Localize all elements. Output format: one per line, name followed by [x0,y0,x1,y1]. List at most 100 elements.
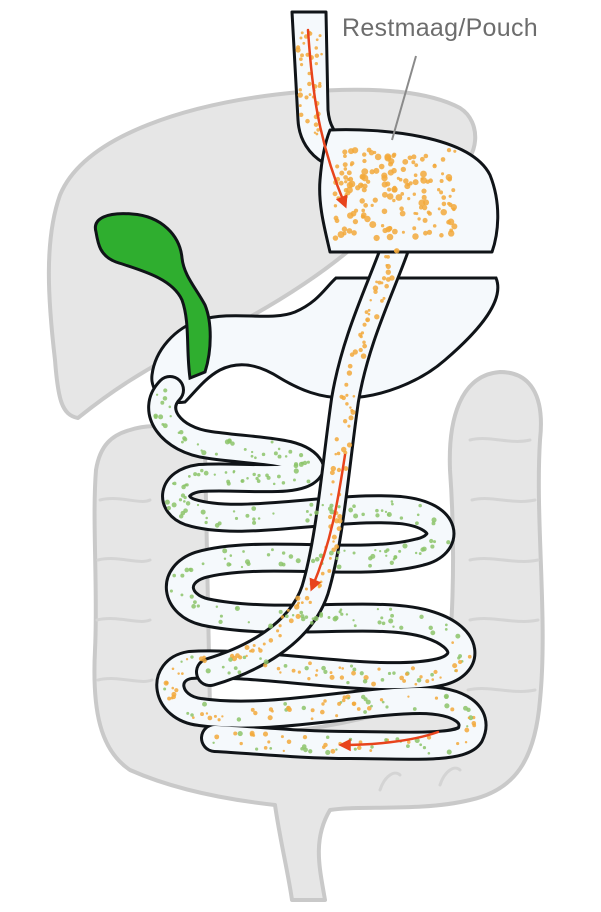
particle [171,695,176,700]
particle [441,195,446,200]
particle [412,226,416,230]
particle [233,510,235,512]
particle [276,629,279,632]
particle [301,617,305,621]
particle [352,701,357,706]
particle [268,715,273,720]
particle [375,509,379,513]
particle [301,601,304,604]
particle [169,406,172,409]
particle [333,191,338,196]
particle [440,179,444,183]
particle [350,161,354,165]
particle [200,469,203,472]
particle [197,443,199,445]
particle [294,468,299,473]
particle [357,707,361,711]
particle [441,157,446,162]
particle [354,624,357,627]
particle [190,595,194,599]
particle [371,204,374,207]
particle [272,512,274,514]
particle [259,657,262,660]
particle [377,608,379,610]
particle [191,604,196,609]
particle [402,159,408,165]
particle [313,616,318,621]
particle [281,615,284,618]
particle [375,513,379,517]
particle [273,483,276,486]
particle [446,174,453,181]
particle [369,299,371,301]
particle [346,613,348,615]
particle [309,601,312,604]
particle [347,697,349,699]
particle [163,396,168,401]
particle [274,451,278,455]
particle [371,682,376,687]
particle [331,480,334,483]
particle [392,199,395,202]
particle [361,212,367,218]
particle [472,723,476,727]
particle [341,447,346,452]
particle [306,510,309,513]
particle [178,432,181,435]
particle [464,728,469,733]
particle [335,437,339,441]
particle [373,197,378,202]
particle [414,683,417,686]
particle [423,199,429,205]
particle [438,207,441,210]
particle [455,669,458,672]
particle [383,297,386,300]
particle [292,669,296,673]
particle [174,688,178,692]
particle [181,672,184,675]
particle [237,717,241,721]
particle [182,436,186,440]
particle [387,514,389,516]
particle [420,547,424,551]
particle [421,188,426,193]
particle [326,736,330,740]
particle [283,702,287,706]
particle [330,470,335,475]
particle [335,557,338,560]
particle [307,677,310,680]
particle [200,712,204,716]
particle [309,513,312,516]
particle [361,513,364,516]
particle [158,414,163,419]
particle [264,746,268,750]
particle [303,735,307,739]
particle [339,181,344,186]
particle [396,194,403,201]
particle [333,616,338,621]
particle [388,618,393,623]
particle [334,204,337,207]
particle [188,475,191,478]
particle [271,441,274,444]
particle [233,732,237,736]
particle [377,620,381,624]
particle [433,540,436,543]
particle [347,442,352,447]
particle [177,672,179,674]
particle [466,725,468,727]
particle [415,521,419,525]
particle [218,718,221,721]
particle [432,164,436,168]
particle [394,249,398,253]
particle [279,610,283,614]
particle [431,678,434,681]
particle [349,181,356,188]
particle [305,518,309,522]
particle [352,619,354,621]
particle [298,671,301,674]
particle [363,203,368,208]
particle [332,540,334,542]
particle [339,171,344,176]
particle [315,62,318,65]
